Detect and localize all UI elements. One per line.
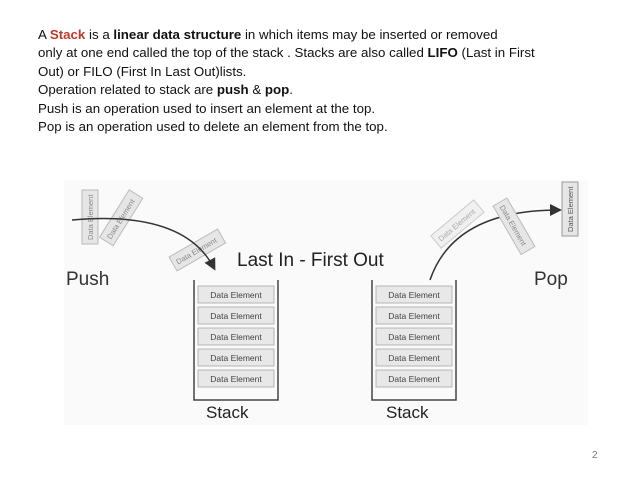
incoming-element-3: Data Element (168, 228, 227, 272)
stack-cell: Data Element (375, 327, 453, 346)
stack-cell-label: Data Element (210, 374, 262, 384)
left-stack-outline (193, 280, 279, 401)
text-line-2: only at one end called the top of the st… (38, 44, 608, 62)
stack-cell: Data Element (197, 348, 275, 367)
stack-cell-label: Data Element (210, 290, 262, 300)
text-span: . (289, 82, 293, 98)
right-stack-label: Stack (386, 403, 429, 422)
left-stack-label: Stack (206, 403, 249, 422)
push-label: Push (66, 269, 109, 290)
outgoing-element-1: Data Element (430, 199, 485, 249)
text-span: only at one end called the top of the st… (38, 45, 428, 61)
text-line-6: Pop is an operation used to delete an el… (38, 119, 388, 135)
incoming-element-1: Data Element (81, 189, 99, 245)
bold-term: linear data structure (113, 27, 242, 42)
text-span: & (248, 82, 265, 98)
stack-cell-box (375, 306, 453, 325)
stack-cell-label: Data Element (388, 290, 440, 300)
push-term: push (216, 82, 249, 98)
stack-cell-box (197, 348, 275, 367)
pop-term: pop (264, 82, 290, 98)
stack-cell-label: Data Element (210, 311, 262, 321)
text-line-3: Out) or FILO (First In Last Out)lists. (38, 63, 247, 79)
stack-cell: Data Element (197, 369, 275, 388)
element-text: Data Element (436, 207, 477, 244)
text-span: A (38, 27, 50, 42)
stack-cell-label: Data Element (388, 332, 440, 342)
lifo-term: LIFO (427, 45, 458, 61)
outgoing-element-2: Data Element (492, 197, 536, 256)
stack-cell: Data Element (375, 306, 453, 325)
stack-cell-box (375, 285, 453, 304)
text-line-1: A Stack is a linear data structure in wh… (38, 26, 608, 44)
slide-text: A Stack is a linear data structure in wh… (38, 26, 608, 136)
text-span: is a (85, 27, 114, 42)
text-span: Operation related to stack are (38, 82, 217, 98)
stack-cell: Data Element (375, 369, 453, 388)
stack-cell-label: Data Element (388, 311, 440, 321)
outgoing-element-3: Data Element (561, 181, 579, 237)
text-span: (Last in First (457, 45, 535, 61)
stack-cell-label: Data Element (388, 353, 440, 363)
lifo-diagram: Data Element Data Element Data Element P… (66, 181, 579, 422)
text-line-5: Push is an operation used to insert an e… (38, 100, 376, 116)
stack-cell-box (197, 306, 275, 325)
stack-cell-box (375, 327, 453, 346)
incoming-element-2: Data Element (98, 189, 144, 247)
text-span: in which items may be inserted or remove… (241, 27, 498, 42)
stack-cell-box (375, 348, 453, 367)
pop-label: Pop (534, 269, 568, 290)
lifo-figure: Data Element Data Element Data Element P… (64, 180, 588, 425)
stack-cell-box (197, 369, 275, 388)
stack-cell: Data Element (375, 348, 453, 367)
page-number: 2 (592, 450, 598, 461)
element-text: Data Element (566, 186, 575, 232)
push-arrow (71, 217, 216, 271)
stack-cell-label: Data Element (210, 353, 262, 363)
stack-cell: Data Element (197, 285, 275, 304)
element-text: Data Element (86, 194, 95, 240)
stack-cell-label: Data Element (388, 374, 440, 384)
stack-cell-box (197, 327, 275, 346)
stack-cell-box (375, 369, 453, 388)
pop-arrow (429, 204, 562, 281)
stack-cell-box (197, 285, 275, 304)
stack-cell: Data Element (375, 285, 453, 304)
figure-title: Last In - First Out (237, 250, 384, 271)
right-stack-outline (371, 280, 457, 401)
stack-term: Stack (49, 27, 86, 42)
stack-cell: Data Element (197, 306, 275, 325)
stack-cell-label: Data Element (210, 332, 262, 342)
text-line-4: Operation related to stack are push & po… (38, 81, 608, 99)
stack-cell: Data Element (197, 327, 275, 346)
